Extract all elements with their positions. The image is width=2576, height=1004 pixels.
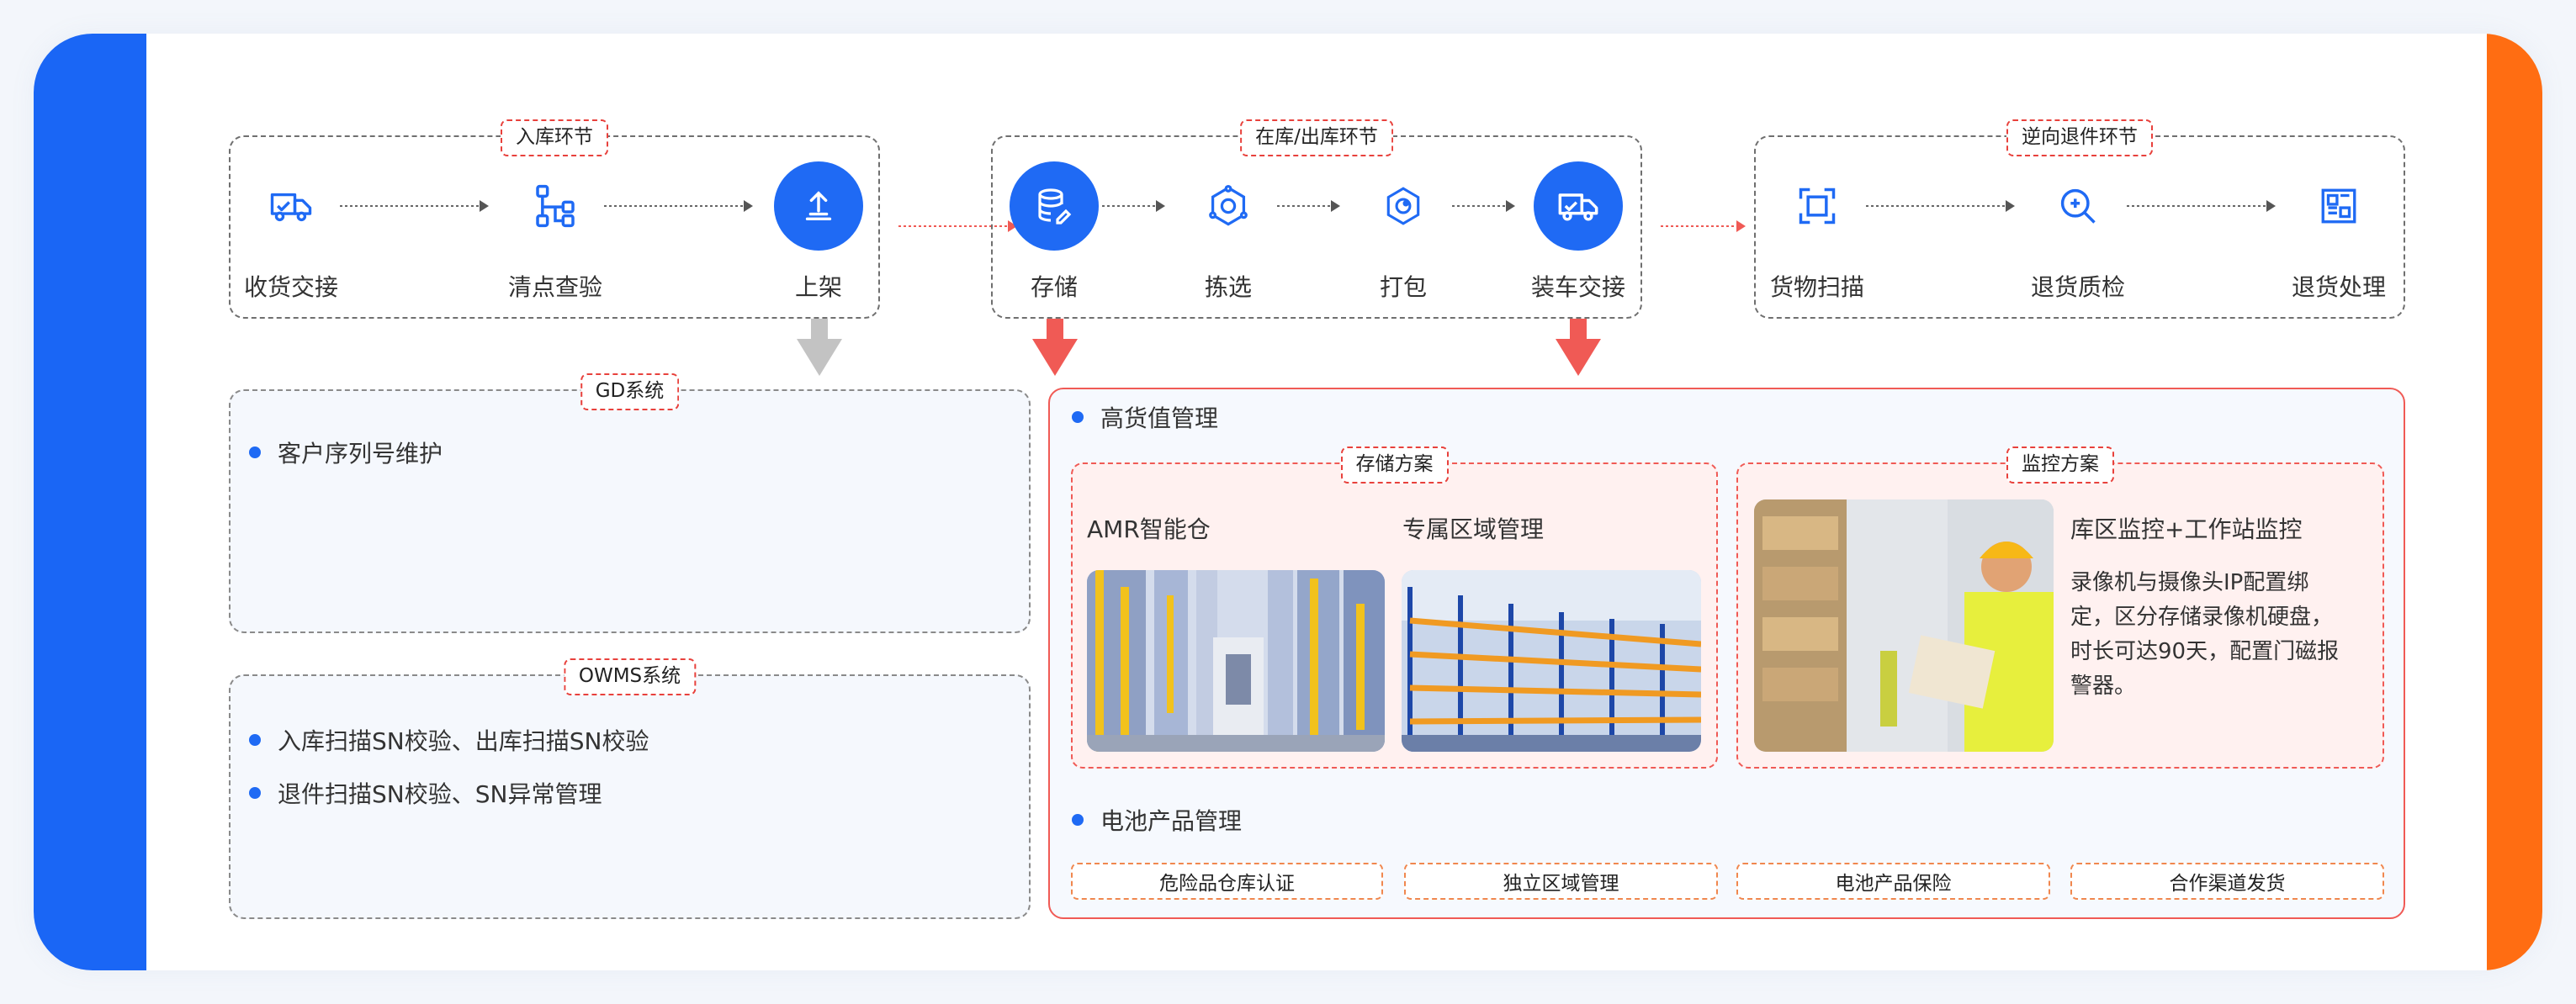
database-icon (1010, 161, 1099, 251)
left-accent-band (34, 34, 146, 970)
down-arrow-red (1556, 319, 1601, 376)
node-shelve-label: 上架 (794, 273, 842, 301)
connector (2127, 205, 2268, 207)
gd-system-title: GD系统 (580, 373, 680, 410)
truck-icon (246, 161, 336, 251)
package-icon (1359, 161, 1448, 251)
dedicated-zone-image (1402, 570, 1701, 752)
bullet-dot (249, 447, 261, 458)
battery-item-pill: 独立区域管理 (1404, 863, 1718, 900)
reverse-stage-title: 逆向退件环节 (2006, 119, 2153, 156)
node-scan: 货物扫描 (1741, 161, 1893, 303)
amr-warehouse-label: AMR智能仓 (1087, 515, 1211, 543)
battery-item-pill: 电池产品保险 (1736, 863, 2050, 900)
monitor-heading: 库区监控+工作站监控 (2070, 515, 2303, 543)
connector-arrow (1331, 200, 1340, 212)
monitor-desc-line: 定，区分存储录像机硬盘， (2070, 605, 2334, 630)
node-inspect: 退货质检 (2002, 161, 2154, 303)
node-receive-label: 收货交接 (243, 273, 338, 301)
bullet-dot (1072, 411, 1084, 423)
node-pack-label: 打包 (1379, 273, 1427, 301)
owms-system-box: OWMS系统 (229, 658, 1031, 919)
search-icon (2033, 161, 2123, 251)
high-value-title-label: 高货值管理 (1100, 404, 1219, 432)
storage-stage-box: 在库/出库环节 (991, 119, 1642, 319)
connector (340, 205, 481, 207)
down-arrow-red (1032, 319, 1078, 376)
stage-connector (1661, 225, 1736, 227)
list-item: 入库扫描SN校验、出库扫描SN校验 (249, 723, 649, 757)
inbound-stage-box: 入库环节 (229, 119, 880, 319)
scan-icon (1773, 161, 1862, 251)
node-loading: 装车交接 (1503, 161, 1654, 303)
flow-icon (511, 161, 600, 251)
connector (1102, 205, 1158, 207)
connector-arrow (1156, 200, 1165, 212)
stage-connector-arrow (1736, 220, 1746, 232)
worker-monitor-image (1754, 499, 2054, 752)
battery-item-pill: 危险品仓库认证 (1071, 863, 1383, 900)
battery-title-label: 电池产品管理 (1100, 807, 1243, 835)
node-check-label: 清点查验 (507, 273, 602, 301)
right-accent-band (2487, 34, 2542, 970)
connector-arrow (1506, 200, 1515, 212)
monitor-desc-line: 时长可达90天，配置门磁报 (2070, 639, 2340, 664)
node-return: 退货处理 (2263, 161, 2414, 303)
node-return-label: 退货处理 (2291, 273, 2386, 301)
high-value-title: 高货值管理 (1072, 400, 1218, 434)
connector (604, 205, 745, 207)
connector (1452, 205, 1508, 207)
cube-icon (1184, 161, 1273, 251)
list-item: 退件扫描SN校验、SN异常管理 (249, 776, 602, 810)
dedicated-zone-label: 专属区域管理 (1402, 515, 1545, 543)
owms-system-title: OWMS系统 (563, 658, 697, 695)
connector-arrow (480, 200, 489, 212)
reverse-stage-box: 逆向退件环节 (1754, 119, 2405, 319)
connector-arrow (2266, 200, 2276, 212)
amr-warehouse-image (1087, 570, 1385, 752)
connector-arrow (2006, 200, 2015, 212)
node-pick-label: 拣选 (1204, 273, 1252, 301)
gd-system-box: GD系统 (229, 373, 1031, 633)
gd-item-label: 客户序列号维护 (278, 440, 443, 468)
monitor-desc-line: 录像机与摄像头IP配置绑 (2070, 570, 2309, 595)
node-store: 存储 (978, 161, 1130, 303)
inbound-stage-title: 入库环节 (501, 119, 608, 156)
owms-item-label: 入库扫描SN校验、出库扫描SN校验 (278, 727, 649, 755)
node-loading-label: 装车交接 (1530, 273, 1625, 301)
grid-icon (2294, 161, 2383, 251)
node-inspect-label: 退货质检 (2030, 273, 2125, 301)
stage-connector (898, 225, 1008, 227)
stage-connector-arrow (1008, 220, 1017, 232)
connector (1277, 205, 1333, 207)
list-item: 客户序列号维护 (249, 436, 443, 469)
battery-item-pill: 合作渠道发货 (2070, 863, 2384, 900)
node-shelve: 上架 (743, 161, 894, 303)
bullet-dot (249, 734, 261, 746)
node-pick: 拣选 (1153, 161, 1304, 303)
owms-item-label: 退件扫描SN校验、SN异常管理 (278, 780, 602, 808)
storage-plan-title: 存储方案 (1340, 447, 1449, 484)
monitor-desc-line: 警器。 (2070, 674, 2137, 699)
down-arrow-gray (797, 319, 842, 376)
monitor-plan-title: 监控方案 (2006, 447, 2114, 484)
node-scan-label: 货物扫描 (1769, 273, 1864, 301)
node-check: 清点查验 (480, 161, 631, 303)
upload-icon (774, 161, 863, 251)
connector (1866, 205, 2007, 207)
bullet-dot (1072, 814, 1084, 826)
storage-stage-title: 在库/出库环节 (1240, 119, 1393, 156)
battery-title: 电池产品管理 (1072, 803, 1242, 837)
truck-icon (1534, 161, 1623, 251)
node-pack: 打包 (1328, 161, 1479, 303)
connector-arrow (744, 200, 753, 212)
node-store-label: 存储 (1030, 273, 1078, 301)
bullet-dot (249, 787, 261, 799)
node-receive: 收货交接 (215, 161, 367, 303)
